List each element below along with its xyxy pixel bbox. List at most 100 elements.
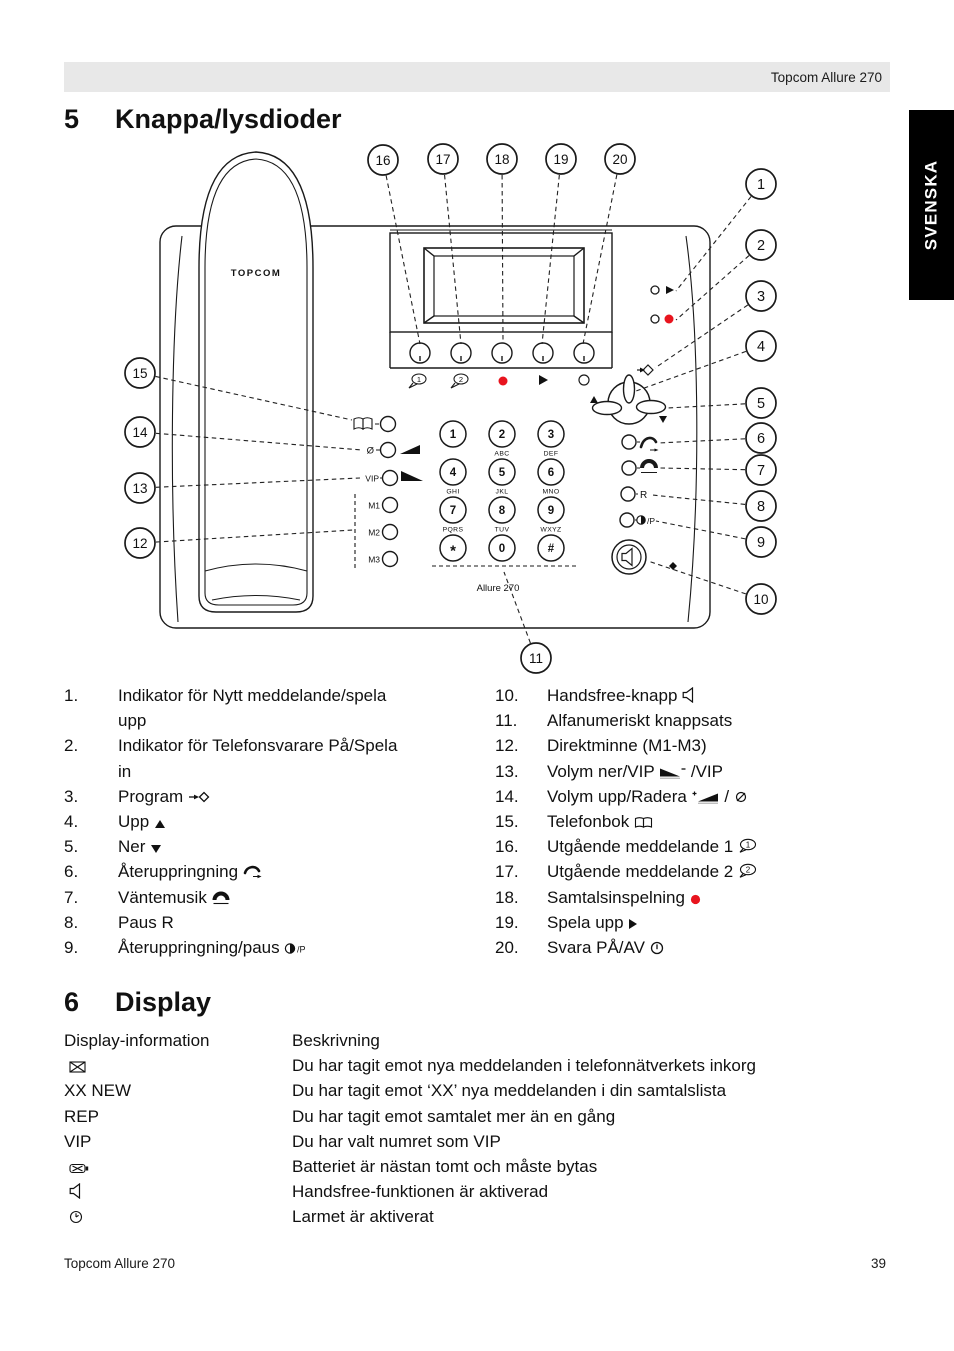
answer-machine-led [650,314,660,324]
hold-music-key [621,459,658,476]
svg-text:PQRS: PQRS [443,527,464,534]
legend-item-text: Spela upp [547,910,935,935]
footer-page-number: 39 [870,1256,886,1271]
svg-text:*: * [450,543,456,560]
softkey-row [409,342,595,364]
page-header-bar: Topcom Allure 270 [64,62,890,92]
display-info-header: Display-information [64,1031,210,1050]
display-info-cell [64,1053,292,1078]
answer-onoff-icon [578,374,590,386]
legend-item-text: Direktminne (M1-M3) [547,736,707,756]
legend-item-text: Paus R [118,912,174,932]
footer-title: Topcom Allure 270 [64,1256,176,1271]
play-icon [666,286,674,294]
up-icon [154,819,166,829]
legend-item-text: Alfanumeriskt knappsats [547,711,733,731]
svg-text:2: 2 [757,238,765,254]
callout-13: 13 [124,472,156,504]
display-table-row: Larmet är aktiverat [64,1204,890,1229]
legend-item-number: 20. [495,938,519,958]
legend-item-text: Handsfree-knapp [547,683,935,708]
display-table-header: Display-information Beskrivning [64,1028,890,1053]
svg-text:8: 8 [757,499,765,515]
volume-down-icon [401,471,423,481]
svg-text:8: 8 [499,505,506,517]
legend-item-text: Program [118,784,484,809]
legend-item-text: Återuppringning/paus /P [118,935,484,960]
down-icon [659,416,667,423]
legend-item-number: 15. [495,812,519,832]
legend-item-number: 14. [495,786,519,806]
display-info-cell: VIP [64,1131,92,1151]
legend-item: 5.Ner [64,834,484,859]
legend-item-text: Utgående meddelande 1 1 [547,834,935,859]
display-screen [423,247,585,324]
svg-text:5: 5 [499,467,506,479]
display-assembly [389,229,613,369]
legend-item: 6.Återuppringning [64,859,484,884]
legend-item-text: Utgående meddelande 2 2 [547,859,935,884]
legend-item-text: Upp [118,809,484,834]
svg-text:12: 12 [132,536,147,551]
legend-item-number: 17. [495,862,519,882]
legend-item: 15. Telefonbok [495,809,935,834]
legend-item: 9. Återuppringning/paus /P [64,935,484,960]
description-cell: Du har tagit emot nya meddelanden i tele… [292,1056,756,1076]
svg-text:2: 2 [746,866,751,875]
callout-12: 12 [124,527,156,559]
legend-item: 18.Samtalsinspelning [495,885,935,910]
legend-item-text: Telefonbok [547,809,935,834]
m3-label: M3 [368,555,380,565]
callout-9: 9 [745,526,777,558]
svg-text:4: 4 [450,467,457,479]
handsfree-icon [682,686,695,704]
display-info-cell [64,1179,292,1204]
legend-item: 8.Paus R [64,910,484,935]
section6-heading: 6 Display [64,986,211,1018]
volume-key-label: Ø [367,446,375,457]
svg-text:1: 1 [746,841,751,850]
callout-20: 20 [604,143,636,175]
svg-text:3: 3 [548,429,554,441]
callout-1: 1 [745,168,777,200]
record-icon [690,894,701,905]
keypad-key-#: # [537,534,565,562]
handset [198,151,314,613]
brand-logo: TOPCOM [231,268,282,279]
legend-item: 19.Spela upp [495,910,935,935]
redial-pause-icon: /P [636,515,655,526]
description-cell: Du har tagit emot samtalet mer än en gån… [292,1106,616,1126]
svg-text:1: 1 [757,177,765,193]
diamond-marker [669,562,677,570]
svg-text:13: 13 [132,481,147,496]
hold-music-icon [640,459,658,469]
handsfree-key [611,539,647,575]
legend-item-number: 11. [495,711,518,731]
legend-item-text: Väntemusik [118,885,484,910]
svg-text:2: 2 [499,429,505,441]
down-icon [150,844,162,854]
svg-text:9: 9 [548,505,554,517]
svg-text:7: 7 [757,463,765,479]
svg-text:/P: /P [297,945,306,955]
legend-item-number: 2. [64,736,79,756]
callout-3: 3 [745,280,777,312]
vip-key-label: VIP [365,474,379,484]
description-header: Beskrivning [292,1031,380,1050]
svg-text:2: 2 [459,375,463,384]
record-icon [498,376,508,386]
legend-item-number: 9. [64,938,79,958]
alarm-icon [69,1210,83,1224]
callout-4: 4 [745,330,777,362]
delete-icon [734,790,748,804]
svg-text:18: 18 [494,152,509,167]
